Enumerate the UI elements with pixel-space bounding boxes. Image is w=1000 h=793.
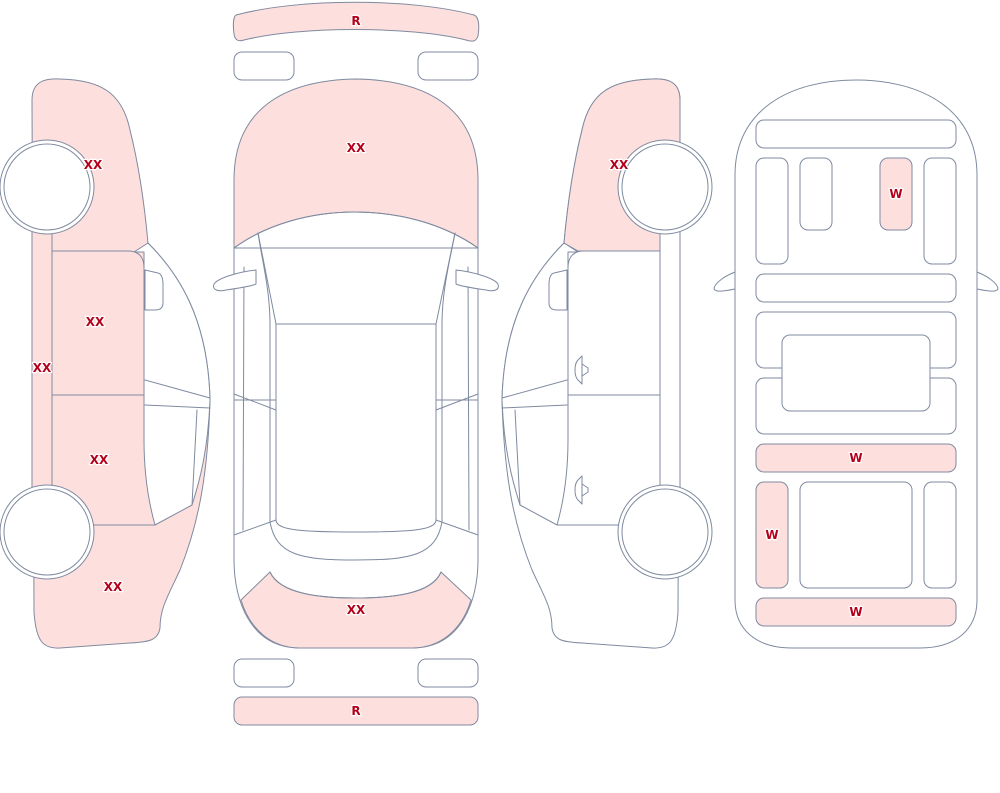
marker-rear-bumper-top: R [351,14,360,28]
interior-rear-seat-right[interactable] [879,157,913,231]
top-view: R XX XX R [213,1,499,726]
right-front-door-handle[interactable] [574,355,589,385]
right-mirror[interactable] [548,269,568,311]
marker-left-rear-door: XX [90,453,109,467]
left-mirror[interactable] [144,269,164,311]
marker-front-end: XX [347,603,366,617]
marker-interior-left-panel: W [765,528,778,542]
rear-light-right[interactable] [417,51,479,81]
hood[interactable] [233,78,479,249]
right-front-wheel[interactable] [617,139,713,235]
interior-middle-strip[interactable] [755,273,957,303]
front-light-left[interactable] [233,658,295,688]
interior-sunroof[interactable] [781,334,931,412]
interior-bottom-strip[interactable] [755,597,957,627]
rear-light-left[interactable] [233,51,295,81]
cabin-outline[interactable] [233,211,479,599]
right-front-door[interactable] [567,250,661,396]
marker-front-bumper-bottom: R [351,704,360,718]
interior-left-panel[interactable] [755,481,789,589]
interior-right-panel[interactable] [923,481,957,589]
marker-left-rear-quarter: XX [104,580,123,594]
front-bumper-bottom[interactable] [233,696,479,726]
marker-left-front-fender: XX [84,158,103,172]
left-glass-area[interactable] [133,242,211,526]
left-front-wheel[interactable] [0,139,95,235]
right-side-view: XX [501,78,713,649]
interior-rear-seat-left[interactable] [799,157,833,231]
marker-left-front-door: XX [86,315,105,329]
marker-interior-bottom-strip: W [849,605,862,619]
left-rear-door[interactable] [51,394,156,526]
top-mirror-right[interactable] [455,269,499,292]
rear-bumper-top[interactable] [232,1,480,42]
right-rear-door-handle[interactable] [574,475,589,505]
interior-mirror-right[interactable] [976,271,999,292]
right-rear-wheel[interactable] [617,484,713,580]
interior-rear-right-pillar[interactable] [923,157,957,265]
left-rear-wheel[interactable] [0,484,95,580]
right-rocker-panel[interactable] [659,229,681,501]
interior-mirror-left[interactable] [713,271,736,292]
interior-rear-shelf[interactable] [755,119,957,149]
left-side-view: XX XX XX XX XX [0,78,211,649]
interior-cargo-strip[interactable] [755,443,957,473]
top-mirror-left[interactable] [213,269,257,292]
interior-dashboard[interactable] [799,481,913,589]
marker-right-front-fender: XX [610,158,629,172]
front-light-right[interactable] [417,658,479,688]
marker-interior-cargo-strip: W [849,451,862,465]
interior-rear-left-pillar[interactable] [755,157,789,265]
left-front-door[interactable] [51,250,145,396]
right-glass-area[interactable] [501,242,579,526]
interior-view: W W W W [713,79,999,649]
marker-left-rocker: XX [33,361,52,375]
marker-interior-rear-seat: W [889,187,902,201]
marker-hood: XX [347,141,366,155]
